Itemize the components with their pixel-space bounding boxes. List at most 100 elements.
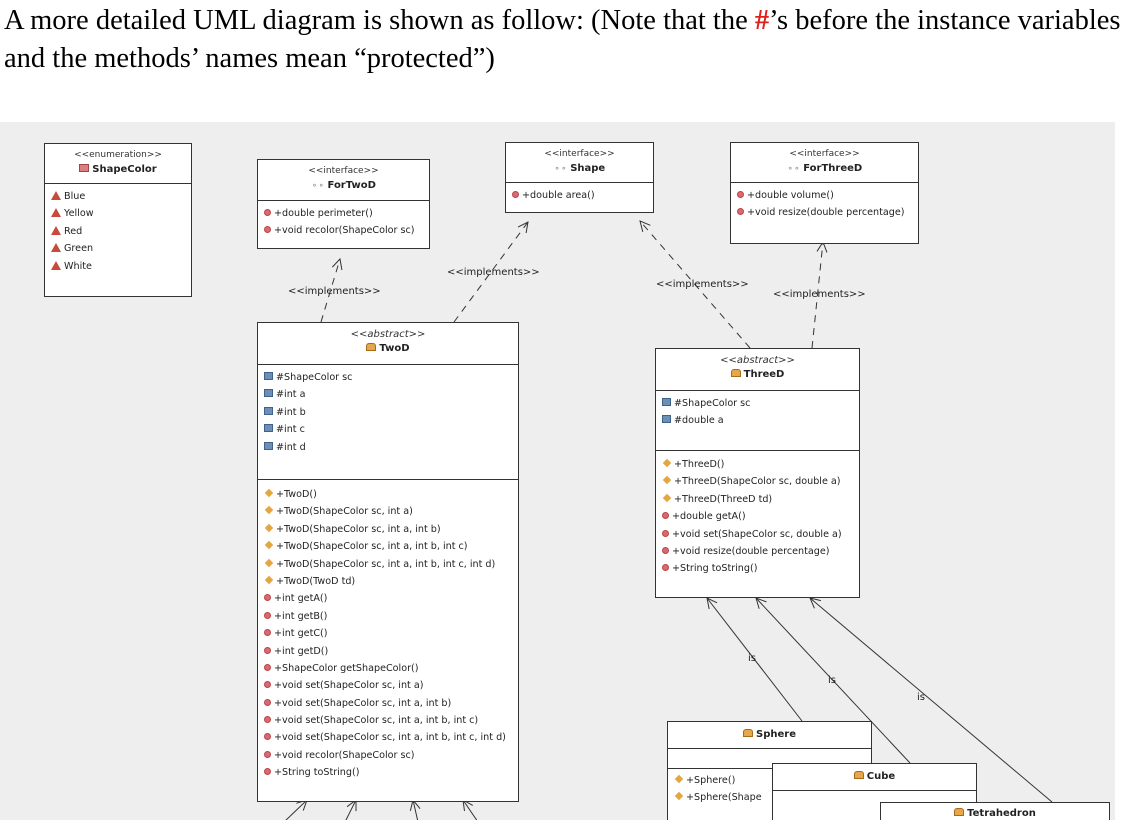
shape-methods: +double area() (506, 183, 653, 204)
enum-constant-icon (51, 260, 61, 270)
cube-header: Cube (773, 764, 976, 791)
constructor-text: +TwoD() (276, 489, 317, 500)
implements-label-fortwod: <<implements>> (288, 286, 381, 297)
abstract-stereotype: <<abstract>> (350, 329, 426, 340)
constructor-row: +TwoD() (264, 486, 518, 503)
method-text: +String toString() (274, 767, 360, 779)
method-row: +int getB() (264, 608, 518, 625)
field-row: #ShapeColor sc (264, 369, 518, 386)
fortwod-name: ForTwoD (327, 180, 376, 191)
interface-icon: ⚬⚬ (553, 164, 568, 173)
method-text: +double area() (522, 190, 595, 201)
enum-value-text: Green (64, 243, 94, 255)
interface-icon: ⚬⚬ (786, 164, 801, 173)
method-row: +double perimeter() (264, 205, 429, 222)
method-row: +ShapeColor getShapeColor() (264, 660, 518, 677)
enum-constant-icon (51, 225, 61, 235)
method-icon (264, 629, 271, 637)
constructor-row: +TwoD(ShapeColor sc, int a, int b, int c… (264, 538, 518, 555)
field-icon (264, 406, 273, 415)
forthreed-name: ForThreeD (803, 163, 863, 174)
constructor-row: +ThreeD(ThreeD td) (662, 491, 859, 508)
method-row: +double getA() (662, 508, 859, 525)
method-row: +void resize(double percentage) (737, 204, 918, 221)
implements-label-shape-twod: <<implements>> (447, 267, 540, 278)
method-icon (264, 698, 271, 706)
method-icon (264, 750, 271, 758)
constructor-text: +Sphere() (686, 775, 736, 786)
interface-stereotype: <<interface>> (789, 149, 860, 159)
enum-value: Yellow (51, 205, 191, 222)
method-icon (264, 716, 271, 724)
field-row: #ShapeColor sc (662, 395, 859, 412)
method-text: +void set(ShapeColor sc, int a, int b) (274, 697, 452, 709)
enumeration-stereotype: <<enumeration>> (74, 150, 162, 160)
constructor-icon (662, 458, 672, 468)
enum-value-text: Red (64, 225, 83, 237)
method-icon (264, 646, 271, 654)
constructor-text: +TwoD(ShapeColor sc, int a) (276, 506, 413, 518)
method-icon (264, 768, 271, 776)
implements-label-shape-threed: <<implements>> (656, 279, 749, 290)
constructor-row: +Sphere() (674, 772, 871, 789)
fortwod-interface-box: <<interface>> ⚬⚬ForTwoD +double perimete… (257, 159, 430, 249)
shape-interface-box: <<interface>> ⚬⚬Shape +double area() (505, 142, 654, 213)
class-icon (743, 729, 753, 737)
constructor-icon (674, 774, 684, 784)
field-text: #int b (276, 406, 306, 418)
forthreed-methods: +double volume() +void resize(double per… (731, 183, 918, 222)
method-icon (737, 208, 744, 216)
uml-diagram-canvas: <<implements>> <<implements>> <<implemen… (0, 122, 1115, 820)
method-text: +void recolor(ShapeColor sc) (274, 225, 415, 237)
constructor-icon (264, 575, 274, 585)
field-row: #int d (264, 439, 518, 456)
enum-constant-icon (51, 191, 61, 200)
constructor-row: +Sphere(Shape (674, 789, 871, 806)
method-icon (264, 594, 271, 602)
forthreed-interface-box: <<interface>> ⚬⚬ForThreeD +double volume… (730, 142, 919, 244)
intro-part-2: ’s before the instance variables and the… (4, 5, 1121, 74)
method-text: +ShapeColor getShapeColor() (274, 662, 419, 674)
constructor-row: +TwoD(ShapeColor sc, int a, int b) (264, 521, 518, 538)
constructor-text: +TwoD(ShapeColor sc, int a, int b, int c… (276, 541, 468, 553)
constructor-icon (264, 506, 274, 515)
tetrahedron-title: Tetrahedron (881, 807, 1109, 820)
method-text: +int getC() (274, 628, 328, 640)
field-row: #double a (662, 412, 859, 429)
twod-subclass-link-2 (345, 800, 356, 820)
field-text: #int d (276, 441, 306, 453)
method-row: +void set(ShapeColor sc, int a, int b, i… (264, 729, 518, 746)
shapecolor-enum-box: <<enumeration>> ShapeColor Blue Yellow R… (44, 143, 192, 297)
method-text: +void set(ShapeColor sc, int a) (274, 680, 424, 692)
twod-subclass-link-1 (285, 800, 307, 820)
shapecolor-header: <<enumeration>> ShapeColor (45, 144, 191, 184)
method-text: +void recolor(ShapeColor sc) (274, 749, 415, 761)
constructor-row: +TwoD(ShapeColor sc, int a, int b, int c… (264, 556, 518, 573)
field-icon (264, 424, 273, 433)
fortwod-title: ⚬⚬ForTwoD (258, 179, 429, 192)
class-icon (954, 808, 965, 816)
method-icon (264, 663, 271, 671)
cube-title: Cube (773, 770, 976, 783)
twod-class-box: <<abstract>> TwoD #ShapeColor sc #int a … (257, 322, 519, 802)
field-icon (264, 441, 273, 450)
constructor-icon (264, 488, 274, 498)
forthreed-title: ⚬⚬ForThreeD (731, 162, 918, 175)
constructor-text: +TwoD(ShapeColor sc, int a, int b, int c… (276, 558, 496, 570)
enum-value: Blue (51, 188, 191, 205)
enum-constant-icon (51, 208, 61, 218)
is-label-cube: is (828, 675, 836, 686)
threed-title: ThreeD (656, 368, 859, 381)
method-icon (662, 529, 669, 537)
constructor-text: +ThreeD(ShapeColor sc, double a) (674, 476, 841, 488)
field-text: #ShapeColor sc (276, 372, 353, 383)
constructor-text: +ThreeD() (674, 459, 725, 470)
class-icon (366, 343, 377, 351)
method-icon (737, 191, 744, 198)
threed-methods: +ThreeD() +ThreeD(ShapeColor sc, double … (656, 451, 859, 578)
sphere-name: Sphere (756, 729, 796, 740)
twod-name: TwoD (379, 343, 410, 354)
method-text: +double getA() (672, 511, 746, 523)
enum-value-text: Blue (64, 191, 86, 202)
twod-subclass-link-4 (463, 800, 478, 820)
